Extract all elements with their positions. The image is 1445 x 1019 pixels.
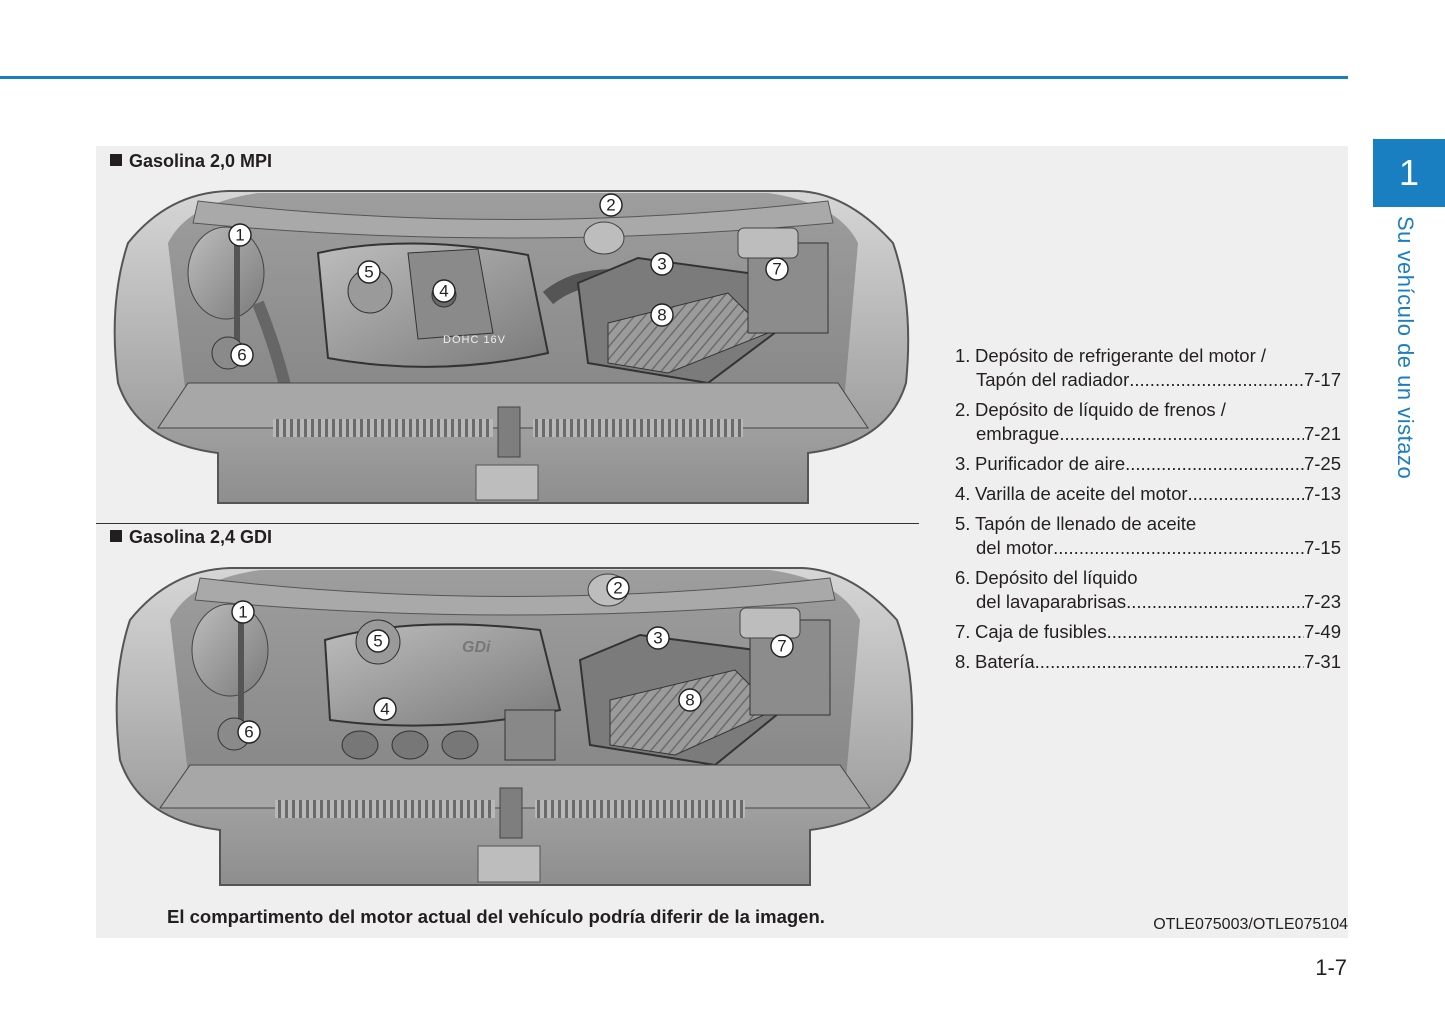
svg-text:5: 5 [364, 263, 373, 282]
callout-7: 7 [765, 257, 789, 281]
figure-caption: El compartimento del motor actual del ve… [167, 906, 825, 927]
engine-illustration-gdi: GDi 1 2 3 4 5 6 7 8 [110, 560, 918, 898]
engine-text-mpi: DOHC 16V [443, 334, 506, 346]
header-rule [0, 76, 1348, 79]
svg-text:8: 8 [657, 306, 666, 325]
parts-legend: 1.Depósito de refrigerante del motor / T… [955, 344, 1341, 680]
callout-4: 4 [432, 279, 456, 303]
svg-text:3: 3 [653, 629, 662, 648]
svg-text:1: 1 [235, 226, 244, 245]
svg-text:4: 4 [380, 700, 389, 719]
callout-8: 8 [678, 688, 702, 712]
callout-4: 4 [373, 697, 397, 721]
svg-text:6: 6 [244, 723, 253, 742]
legend-item: 1.Depósito de refrigerante del motor / T… [955, 344, 1341, 392]
square-bullet-icon [110, 530, 122, 542]
callout-5: 5 [357, 260, 381, 284]
figure-label-mpi: Gasolina 2,0 MPI [110, 151, 272, 172]
svg-text:7: 7 [772, 260, 781, 279]
callout-3: 3 [650, 252, 674, 276]
square-bullet-icon [110, 154, 122, 166]
callout-2: 2 [606, 576, 630, 600]
callout-2: 2 [599, 193, 623, 217]
figure-divider [96, 523, 919, 524]
svg-text:7: 7 [777, 637, 786, 656]
legend-item: 2.Depósito de líquido de frenos / embrag… [955, 398, 1341, 446]
svg-text:1: 1 [238, 603, 247, 622]
callout-8: 8 [650, 303, 674, 327]
svg-text:8: 8 [685, 691, 694, 710]
callout-5: 5 [366, 629, 390, 653]
legend-item: 5.Tapón de llenado de aceite del motor7-… [955, 512, 1341, 560]
engine-text-gdi: GDi [462, 639, 491, 656]
legend-item: 6.Depósito del líquido del lavaparabrisa… [955, 566, 1341, 614]
chapter-tab[interactable]: 1 [1373, 139, 1445, 207]
legend-item: 3.Purificador de aire 7-25 [955, 452, 1341, 476]
svg-text:6: 6 [237, 346, 246, 365]
callout-6: 6 [237, 720, 261, 744]
figure-label-gdi: Gasolina 2,4 GDI [110, 527, 272, 548]
legend-item: 4.Varilla de aceite del motor 7-13 [955, 482, 1341, 506]
engine-illustration-mpi: DOHC 16V 1 2 3 4 5 6 7 8 [108, 183, 914, 519]
chapter-title: Su vehículo de un vistazo [1393, 216, 1418, 480]
svg-text:5: 5 [373, 632, 382, 651]
svg-text:4: 4 [439, 282, 448, 301]
callout-1: 1 [231, 600, 255, 624]
svg-text:2: 2 [613, 579, 622, 598]
callout-1: 1 [228, 223, 252, 247]
svg-text:2: 2 [606, 196, 615, 215]
legend-item: 8.Batería 7-31 [955, 650, 1341, 674]
svg-text:3: 3 [657, 255, 666, 274]
callout-3: 3 [646, 626, 670, 650]
page-number: 1-7 [1315, 955, 1347, 980]
figure-code: OTLE075003/OTLE075104 [1153, 916, 1348, 933]
legend-item: 7.Caja de fusibles 7-49 [955, 620, 1341, 644]
callout-6: 6 [230, 343, 254, 367]
callout-7: 7 [770, 634, 794, 658]
